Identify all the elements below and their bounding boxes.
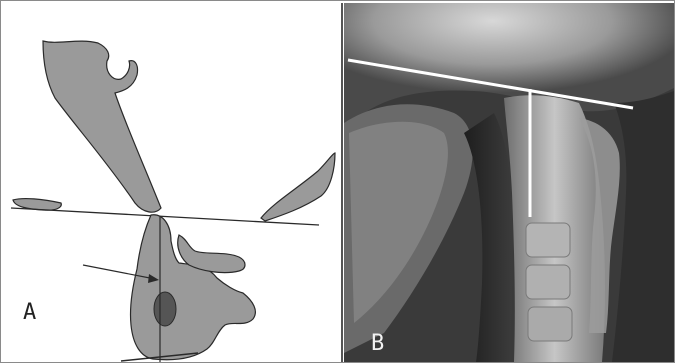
vertebra-shape <box>130 215 255 360</box>
radiograph-image <box>344 3 674 362</box>
dark-marker <box>154 292 176 326</box>
panel-a-label: A <box>23 302 36 324</box>
panel-b-label: B <box>371 333 384 355</box>
vertebra-body-1 <box>526 223 570 257</box>
schematic-drawing <box>3 3 343 362</box>
vertebra-body-3 <box>528 307 572 341</box>
panel-a: A <box>3 3 343 362</box>
right-angled-bone <box>261 153 335 221</box>
vertebra-body-2 <box>526 265 570 299</box>
upper-bone-shape <box>43 41 161 212</box>
panel-b: B <box>344 3 674 362</box>
